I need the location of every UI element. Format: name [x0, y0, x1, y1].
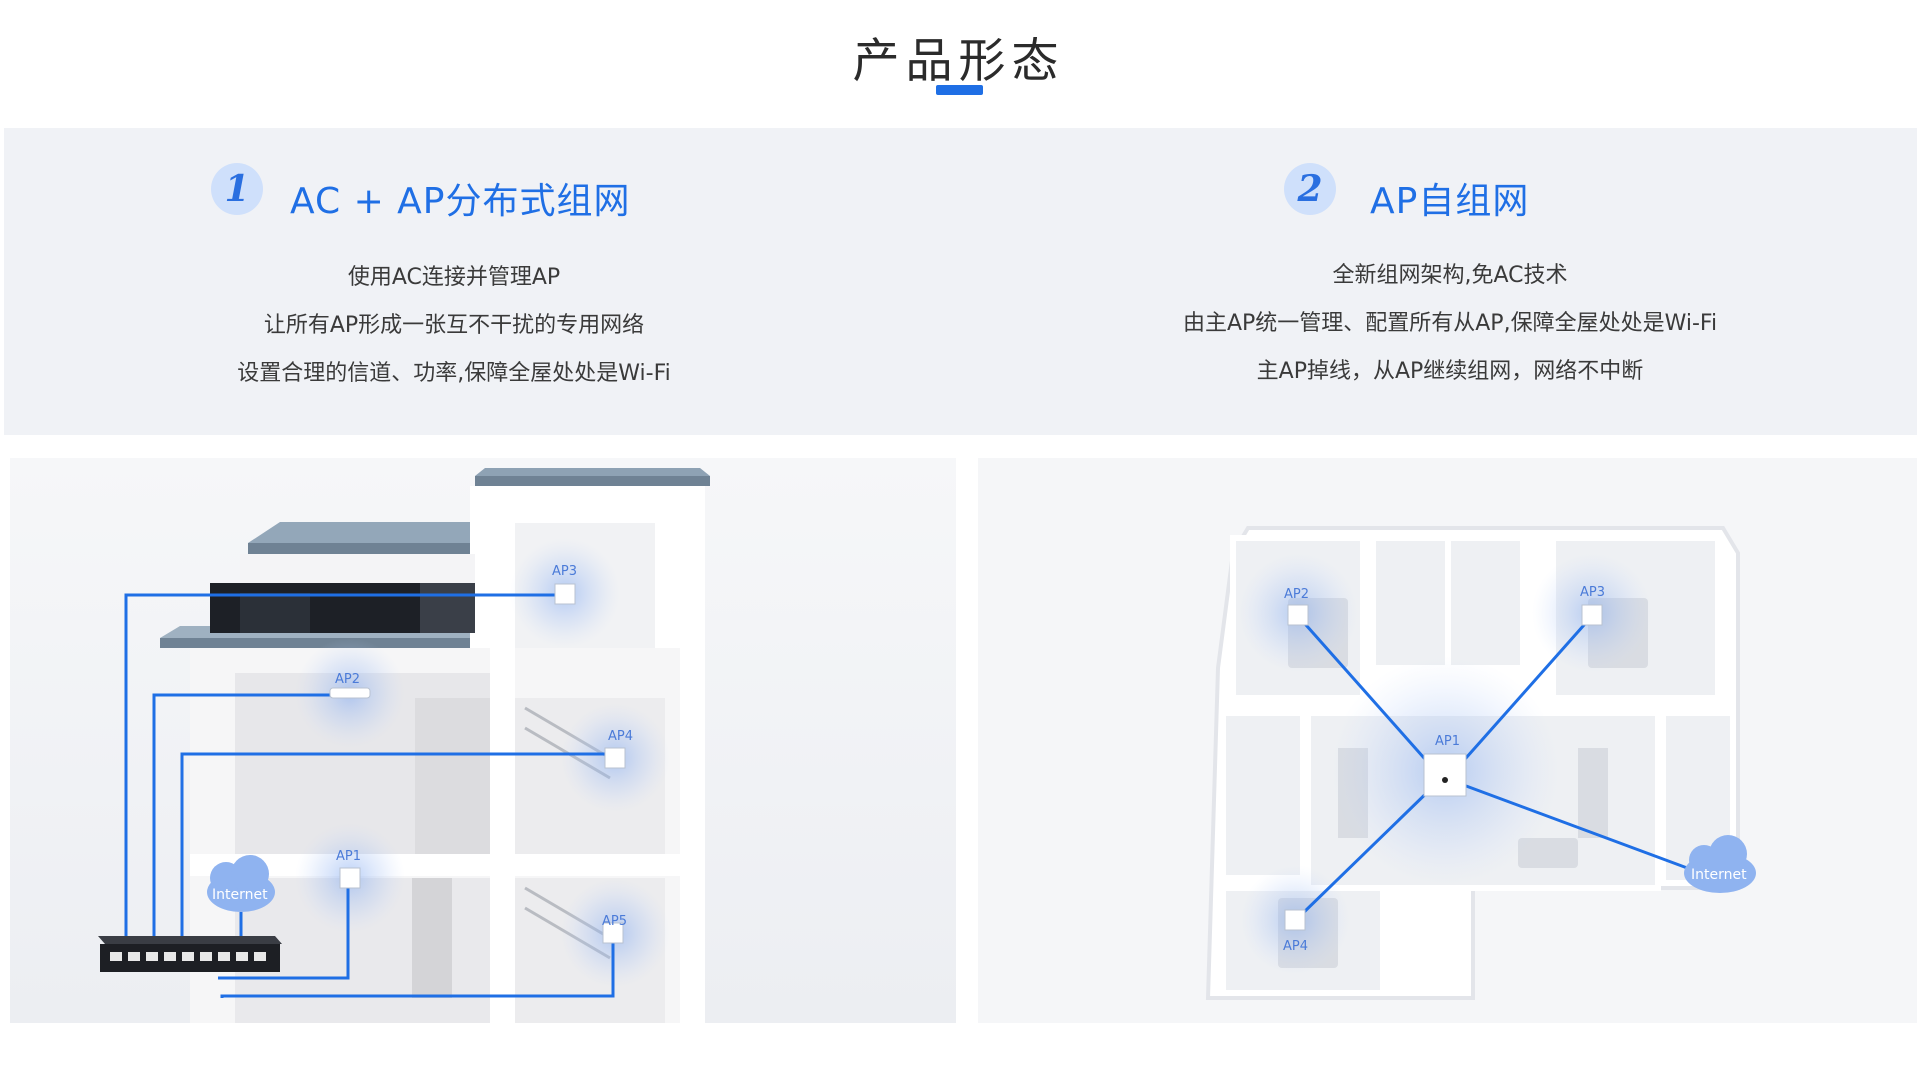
- ap-label: AP2: [335, 672, 360, 687]
- network-switch-icon: [98, 936, 282, 972]
- section-2-description: 全新组网架构,免AC技术 由主AP统一管理、配置所有从AP,保障全屋处处是Wi-…: [1070, 252, 1830, 396]
- ap-label: AP1: [336, 849, 361, 864]
- house-cross-section-illustration: AP3 AP2 AP4 AP1 AP5 Internet: [10, 458, 956, 1023]
- cloud-label: Internet: [1691, 867, 1747, 883]
- access-point-icon: [554, 583, 576, 605]
- house-illustration: AP3 AP2 AP4 AP1 AP5 Internet: [10, 458, 956, 1023]
- floor-plan-illustration: AP2 AP3 AP1 AP4 Internet: [978, 458, 1917, 1023]
- cloud-icon: [1684, 835, 1756, 893]
- ap-label: AP3: [1580, 585, 1605, 600]
- section-2-title: AP自组网: [1370, 181, 1530, 222]
- page-title: 产品形态: [852, 34, 1065, 89]
- ap-label: AP4: [1283, 939, 1308, 954]
- access-point-icon: [329, 687, 371, 699]
- ap-label: AP5: [602, 914, 627, 929]
- section-2-line: 由主AP统一管理、配置所有从AP,保障全屋处处是Wi-Fi: [1182, 311, 1718, 336]
- cloud-label: Internet: [212, 887, 268, 903]
- section-1-description: 使用AC连接并管理AP 让所有AP形成一张互不干扰的专用网络 设置合理的信道、功…: [74, 254, 834, 398]
- section-2-line: 主AP掉线，从AP继续组网，网络不中断: [1256, 359, 1644, 384]
- access-point-icon: [1581, 604, 1603, 626]
- access-point-icon: [339, 867, 361, 889]
- access-point-icon: [604, 747, 626, 769]
- section-1-line: 设置合理的信道、功率,保障全屋处处是Wi-Fi: [237, 361, 671, 386]
- ap-label: AP4: [608, 729, 633, 744]
- section-1-title: AC + AP分布式组网: [290, 181, 631, 222]
- access-point-icon: [602, 922, 624, 944]
- ap-label: AP1: [1435, 734, 1460, 749]
- floor-plan-illustration-graphic: AP2 AP3 AP1 AP4 Internet: [978, 458, 1917, 1023]
- intro-band: [4, 128, 1917, 435]
- access-point-icon: [1287, 604, 1309, 626]
- section-1-line: 使用AC连接并管理AP: [347, 265, 561, 290]
- access-point-icon: [1284, 909, 1306, 931]
- ap-label: AP2: [1284, 587, 1309, 602]
- section-2-line: 全新组网架构,免AC技术: [1332, 263, 1568, 288]
- ap-label: AP3: [552, 564, 577, 579]
- access-point-icon: [1423, 753, 1467, 797]
- section-1-number-badge: 1: [211, 163, 263, 215]
- section-2-number-badge: 2: [1284, 163, 1336, 215]
- title-underline: [936, 85, 983, 95]
- cloud-icon: [207, 855, 275, 912]
- section-1-line: 让所有AP形成一张互不干扰的专用网络: [263, 313, 645, 338]
